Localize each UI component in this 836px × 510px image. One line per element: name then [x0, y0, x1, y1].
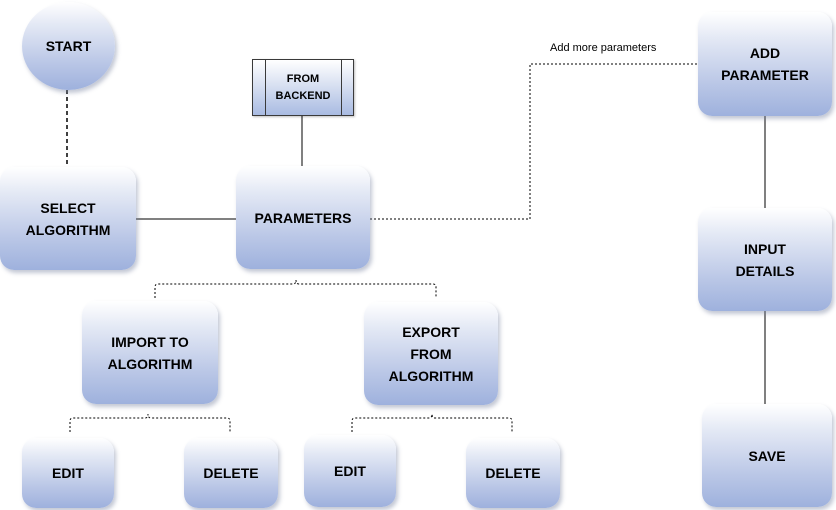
- bracket-parameters: [154, 279, 437, 298]
- import-delete-node: DELETE: [184, 438, 278, 508]
- export-from-algorithm-node: EXPORT FROM ALGORITHM: [364, 302, 498, 405]
- import-to-algorithm-node: IMPORT TO ALGORITHM: [82, 301, 218, 404]
- bracket-import: [69, 413, 231, 432]
- export-edit-node: EDIT: [304, 435, 396, 507]
- add-parameter-node: ADD PARAMETER: [698, 12, 832, 116]
- from-backend-right-bar: [341, 60, 342, 115]
- edge-label-add-more-parameters: Add more parameters: [548, 42, 659, 54]
- start-node: START: [22, 2, 115, 90]
- parameters-node: PARAMETERS: [236, 166, 370, 269]
- import-edit-node: EDIT: [22, 438, 114, 508]
- export-delete-node: DELETE: [466, 438, 560, 508]
- bracket-export: [351, 413, 513, 432]
- input-details-node: INPUT DETAILS: [698, 208, 832, 311]
- from-backend-label: FROM BACKEND: [275, 72, 331, 102]
- save-node: SAVE: [702, 404, 832, 507]
- from-backend-node: FROM BACKEND: [252, 59, 354, 116]
- from-backend-left-bar: [265, 60, 266, 115]
- select-algorithm-node: SELECT ALGORITHM: [0, 167, 136, 270]
- connector-parameters-add: [370, 63, 698, 220]
